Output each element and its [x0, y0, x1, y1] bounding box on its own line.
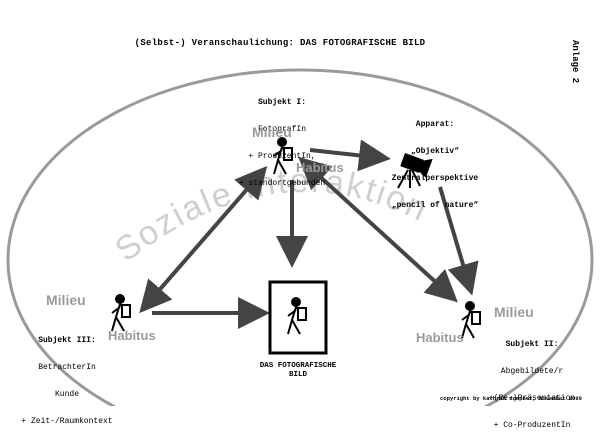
figure-icon-subj3: [111, 294, 131, 332]
subjekt2-line: +(Re-)Präsentation: [488, 394, 576, 403]
figure-icon-subj1: [273, 137, 293, 175]
subjekt1-block: Subjekt I: FotografIn + ProduzentIn, + s…: [222, 80, 342, 197]
bild-label: DAS FOTOGRAFISCHE BILD: [250, 362, 346, 380]
diagram-canvas: Soziale Interaktion: [6, 68, 594, 406]
subjekt3-line: Kunde: [54, 390, 79, 399]
subjekt3-line: BetrachterIn: [38, 363, 96, 372]
apparat-block: Apparat: „Objektiv“ Zentralperspektive „…: [380, 102, 490, 219]
subjekt3-heading: Subjekt III:: [38, 336, 96, 345]
subjekt1-line: FotografIn: [257, 125, 306, 134]
subjekt1-habitus: Habitus: [296, 160, 344, 175]
subjekt3-line: + Zeit-/Raumkontext: [21, 417, 113, 426]
camera-icon: [397, 153, 433, 189]
apparat-line: „pencil of nature“: [391, 201, 479, 210]
arrow-subj3-subj1-double: [139, 165, 268, 314]
copyright-note: copyright by kathrin doepner, November 2…: [440, 395, 582, 402]
subjekt2-line: + Co-ProduzentIn: [493, 421, 571, 430]
subjekt2-habitus: Habitus: [416, 330, 464, 345]
bild-label-line: BILD: [288, 371, 307, 379]
subjekt2-heading: Subjekt II:: [505, 340, 559, 349]
page-title: (Selbst-) Veranschaulichung: DAS FOTOGRA…: [134, 38, 426, 48]
subjekt2-block: Subjekt II: Abgebildete/r +(Re-)Präsenta…: [486, 322, 578, 439]
bild-label-line: DAS FOTOGRAFISCHE: [259, 362, 337, 370]
subjekt1-milieu: Milieu: [252, 124, 292, 140]
apparat-heading: Apparat:: [415, 120, 455, 129]
arrow-subj1-to-apparat: [309, 139, 391, 172]
subjekt3-block: Subjekt III: BetrachterIn Kunde + Zeit-/…: [18, 318, 116, 435]
arrow-subj1-subj2-double: [298, 156, 458, 303]
figure-icon-bild: [287, 297, 307, 335]
subjekt1-line: + ProduzentIn,: [248, 152, 316, 161]
subjekt2-line: Abgebildete/r: [500, 367, 564, 376]
apparat-line: „Objektiv“: [410, 147, 459, 156]
subjekt1-heading: Subjekt I:: [257, 98, 306, 107]
subjekt3-habitus: Habitus: [108, 328, 156, 343]
subjekt1-line: + standortgebunden: [238, 179, 326, 188]
subjekt2-milieu: Milieu: [494, 304, 534, 320]
social-sphere-ellipse: [6, 68, 594, 406]
figure-icon-subj2: [461, 301, 481, 339]
apparat-line: Zentralperspektive: [391, 174, 479, 183]
subjekt3-milieu: Milieu: [46, 292, 86, 308]
